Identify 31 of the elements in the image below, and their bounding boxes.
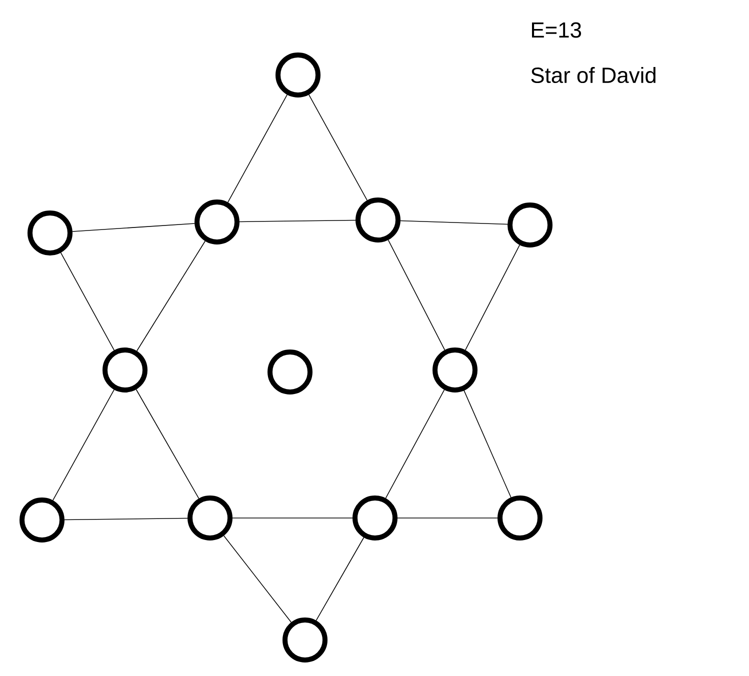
ring bbox=[508, 202, 552, 248]
ring bbox=[352, 496, 398, 540]
line bbox=[385, 389, 445, 499]
ring bbox=[268, 350, 312, 394]
line bbox=[464, 390, 512, 498]
line bbox=[239, 220, 356, 222]
line bbox=[52, 389, 115, 501]
line bbox=[60, 252, 115, 351]
line bbox=[223, 535, 292, 623]
label: Star of David bbox=[531, 66, 656, 84]
ring bbox=[188, 496, 232, 540]
ring bbox=[20, 498, 64, 542]
line bbox=[72, 223, 195, 232]
line bbox=[400, 220, 508, 225]
line bbox=[227, 94, 288, 203]
ring bbox=[432, 348, 478, 392]
ring bbox=[102, 348, 148, 392]
ring bbox=[28, 210, 72, 256]
ring bbox=[498, 496, 542, 540]
line bbox=[136, 389, 200, 499]
ring bbox=[276, 52, 320, 98]
ring bbox=[194, 200, 240, 244]
line bbox=[388, 240, 446, 350]
line bbox=[64, 518, 188, 520]
line bbox=[308, 94, 368, 201]
label: E=13 bbox=[532, 22, 582, 38]
line bbox=[136, 240, 206, 352]
line bbox=[316, 537, 364, 621]
line bbox=[464, 244, 520, 350]
ring bbox=[282, 618, 328, 662]
ring bbox=[356, 198, 400, 242]
